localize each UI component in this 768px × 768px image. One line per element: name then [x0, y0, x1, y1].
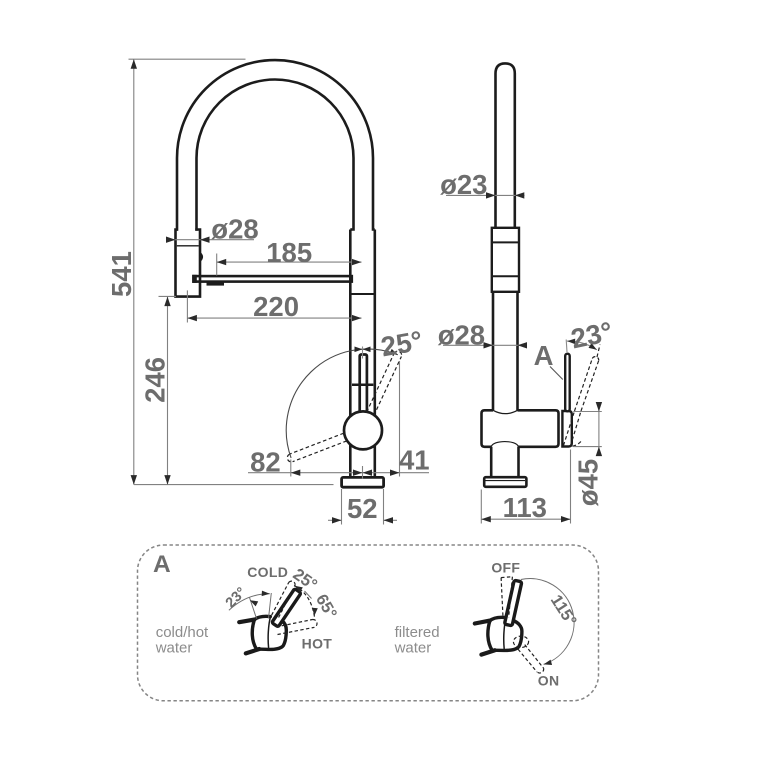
svg-text:filtered: filtered	[395, 624, 440, 641]
svg-text:cold/hot: cold/hot	[156, 624, 209, 641]
svg-text:41: 41	[399, 445, 430, 476]
svg-text:A: A	[153, 551, 171, 578]
svg-text:COLD: COLD	[247, 564, 288, 580]
svg-text:HOT: HOT	[302, 636, 333, 652]
svg-text:water: water	[155, 639, 193, 656]
svg-text:52: 52	[347, 493, 378, 524]
svg-text:ø23: ø23	[440, 169, 487, 200]
svg-text:ON: ON	[538, 673, 560, 689]
svg-text:113: 113	[503, 492, 547, 523]
svg-text:220: 220	[253, 291, 299, 322]
svg-text:185: 185	[266, 237, 312, 268]
svg-text:A: A	[534, 340, 554, 371]
svg-text:246: 246	[139, 357, 170, 403]
svg-text:ø28: ø28	[211, 214, 258, 245]
svg-text:OFF: OFF	[491, 560, 520, 576]
svg-text:541: 541	[106, 251, 137, 297]
svg-text:water: water	[394, 639, 432, 656]
svg-text:ø45: ø45	[572, 459, 603, 506]
svg-text:82: 82	[250, 447, 281, 478]
svg-text:25°: 25°	[379, 325, 425, 363]
svg-text:ø28: ø28	[438, 319, 485, 350]
